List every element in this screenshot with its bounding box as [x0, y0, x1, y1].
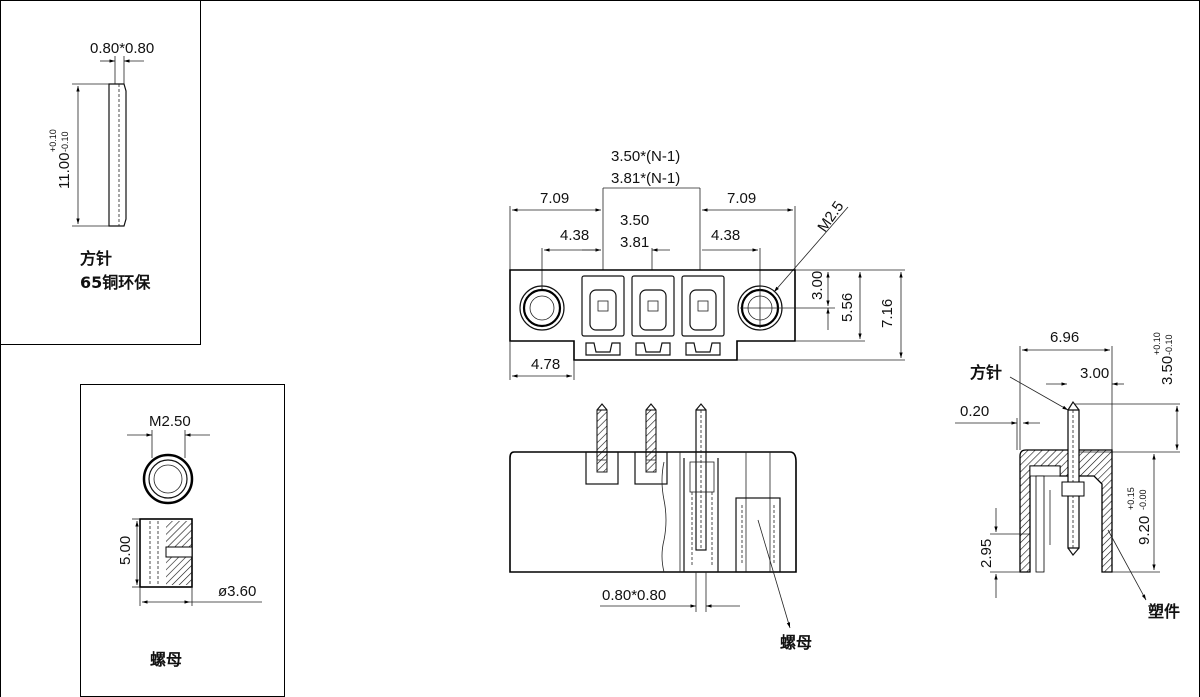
side-body-tol-minus: -0.00	[1138, 489, 1148, 510]
side-pin-offset-dim: 3.00	[1080, 365, 1109, 382]
side-body-tol-plus: +0.15	[1126, 487, 1136, 510]
right-inner-dim: 4.38	[711, 227, 740, 244]
flange-width-dim: 4.78	[531, 356, 560, 373]
pitch-b-dim: 3.81	[620, 234, 649, 251]
side-body-height-dim: 9.20	[1136, 516, 1153, 545]
pitch-a-dim: 3.50	[620, 212, 649, 229]
side-wall-dim: 0.20	[960, 403, 989, 420]
front-view: 3.50*(N-1) 3.81*(N-1) 7.09 7.09 3.50 3.8…	[509, 148, 905, 380]
nut-thread-dim: M2.50	[149, 413, 191, 430]
bottom-view: 0.80*0.80 螺母	[509, 403, 812, 652]
pin-section-dim: 0.80*0.80	[90, 40, 154, 57]
left-inner-dim: 4.38	[560, 227, 589, 244]
pin-title: 方针	[80, 249, 112, 268]
side-top-tol-minus: -0.10	[1164, 334, 1174, 355]
nut-outer-circle	[142, 453, 194, 505]
pin-length-tol-minus: -0.10	[60, 131, 70, 152]
pin-side-outline	[108, 83, 127, 227]
height-556-dim: 5.56	[839, 293, 856, 322]
wire-slots	[581, 275, 725, 356]
nut-title: 螺母	[150, 650, 182, 669]
side-top-pin-dim: 3.50	[1159, 356, 1176, 385]
nut-diameter-dim: ø3.60	[218, 583, 256, 600]
side-body-label: 塑件	[1148, 602, 1180, 621]
height-716-dim: 7.16	[879, 299, 896, 328]
side-bottom-gap-dim: 2.95	[978, 539, 995, 568]
bottom-body-outline	[509, 451, 797, 573]
side-pin-label: 方针	[970, 363, 1002, 382]
nut-detail: M2.50 5.00 ø3.60 螺母	[117, 413, 262, 669]
left-offset-dim: 7.09	[540, 190, 569, 207]
pitch-a-total-dim: 3.50*(N-1)	[611, 148, 680, 165]
side-width-dim: 6.96	[1050, 329, 1079, 346]
pin-detail: 0.80*0.80 11.00 +0.10 -0.10 方针 65铜环保	[48, 40, 154, 292]
screw-thread-dim: M2.5	[814, 198, 847, 235]
pitch-b-total-dim: 3.81*(N-1)	[611, 170, 680, 187]
side-top-tol-plus: +0.10	[1152, 332, 1162, 355]
bottom-nut-label: 螺母	[780, 633, 812, 652]
pin-length-tol-plus: +0.10	[48, 129, 58, 152]
bottom-pin-section-dim: 0.80*0.80	[602, 587, 666, 604]
nut-height-dim: 5.00	[117, 536, 134, 565]
front-body-outline	[509, 269, 796, 361]
pin-length-dim: 11.00	[56, 153, 73, 189]
side-view: 6.96 3.00 0.20 方针 3.50 +0.10 -0.10	[955, 329, 1180, 621]
right-offset-dim: 7.09	[727, 190, 756, 207]
pin-material: 65铜环保	[80, 273, 151, 292]
height-300-dim: 3.00	[809, 271, 826, 300]
